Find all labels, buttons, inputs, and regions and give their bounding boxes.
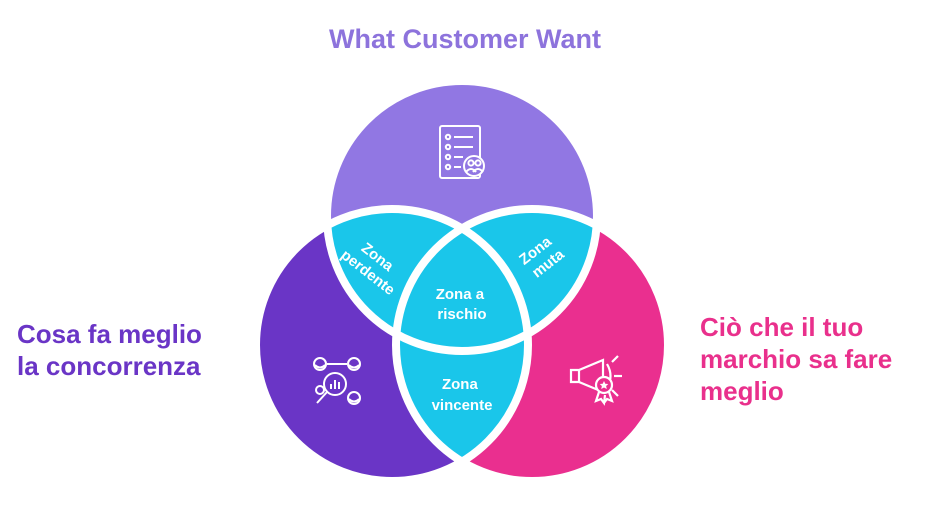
- zone-risk-line-2: rischio: [437, 306, 486, 323]
- megaphone-badge-icon: [569, 355, 622, 406]
- top-circle-outline: [323, 77, 601, 355]
- svg-text:Zona muta: Zona muta: [516, 230, 569, 282]
- left-label-line-1: Cosa fa meglio: [17, 319, 202, 349]
- right-label-line-2: marchio sa fare: [700, 344, 893, 374]
- overlap-left-right: [396, 209, 528, 481]
- zone-winning-line-1: Zona: [442, 376, 478, 393]
- left-label-line-2: la concorrenza: [17, 351, 201, 381]
- right-label-line-1: Ciò che il tuo: [700, 312, 864, 342]
- left-circle-label: Cosa fa meglio la concorrenza: [17, 318, 247, 382]
- svg-text:Zona vincente: Zona vincente: [432, 376, 493, 414]
- checklist-document-icon: [439, 125, 485, 179]
- left-circle-outline: [252, 205, 532, 485]
- competitor-analysis-icon: [313, 357, 361, 405]
- right-circle-label: Ciò che il tuo marchio sa fare meglio: [700, 311, 928, 407]
- top-circle-label: What Customer Want: [329, 24, 601, 54]
- zone-winning-line-2: vincente: [432, 397, 493, 414]
- right-circle-outline: [392, 205, 672, 485]
- right-label-line-3: meglio: [700, 376, 784, 406]
- svg-text:Zona a rischio: Zona a rischio: [436, 286, 489, 323]
- zone-risk-line-1: Zona a: [436, 286, 485, 303]
